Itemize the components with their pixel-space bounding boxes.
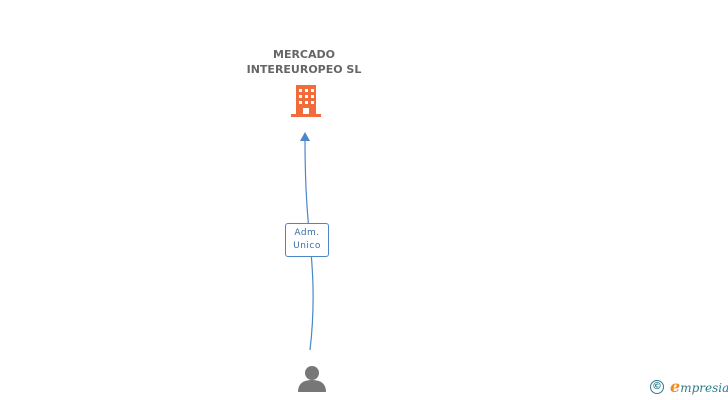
role-label-line2: Unico [293,241,321,251]
company-name-line2: INTEREUROPEO SL [246,63,362,76]
brand-rest: mpresia [680,381,728,395]
building-icon[interactable] [291,85,321,117]
person-icon[interactable] [298,366,326,392]
brand-initial: e [670,377,681,396]
company-name[interactable]: MERCADO INTEREUROPEO SL [204,47,404,77]
role-label-line1: Adm. [294,228,320,238]
footer-brand[interactable]: © empresia [650,378,728,398]
role-label[interactable]: Adm. Unico [285,223,329,257]
company-name-line1: MERCADO [273,48,335,61]
copyright-icon: © [650,380,664,394]
arrow-head-icon [300,132,310,141]
brand-logo: empresia [670,378,728,397]
